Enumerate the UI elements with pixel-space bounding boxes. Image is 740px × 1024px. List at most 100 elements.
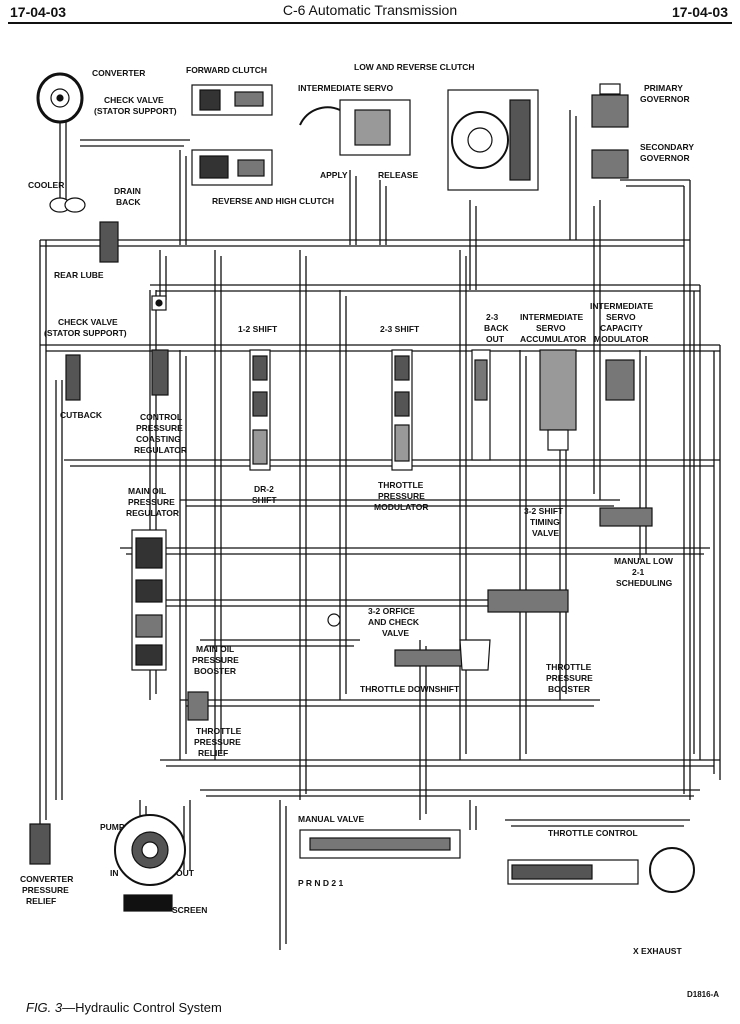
intermediate-servo-accumulator-icon <box>539 349 577 451</box>
label-timing-2: TIMING <box>530 517 560 527</box>
label-tpb-3: BOOSTER <box>548 684 590 694</box>
throttle-pressure-booster-icon <box>487 589 569 613</box>
label-check-valve-top: CHECK VALVE <box>104 95 164 105</box>
screen-icon <box>123 894 173 912</box>
label-drain: DRAIN <box>114 186 141 196</box>
header-rule <box>8 22 732 24</box>
label-int-servo-acc-1: INTERMEDIATE <box>520 312 583 322</box>
hydraulic-passages <box>39 110 721 950</box>
label-cpr-2: PRESSURE <box>22 885 69 895</box>
label-stator-support-mid: (STATOR SUPPORT) <box>44 328 127 338</box>
shift-23-valve-icon <box>391 349 413 471</box>
label-dr2-1: DR-2 <box>254 484 274 494</box>
label-converter: CONVERTER <box>92 68 145 78</box>
label-apply: APPLY <box>320 170 348 180</box>
diagram-labels: CONVERTER CHECK VALVE (STATOR SUPPORT) F… <box>20 62 694 915</box>
label-tpm-2: PRESSURE <box>378 491 425 501</box>
label-reverse-high-clutch: REVERSE AND HIGH CLUTCH <box>212 196 334 206</box>
label-manlow-1: MANUAL LOW <box>614 556 674 566</box>
low-reverse-clutch-icon <box>447 89 539 191</box>
figure-title: —Hydraulic Control System <box>62 1000 222 1015</box>
label-tpm-1: THROTTLE <box>378 480 424 490</box>
label-timing-1: 3-2 SHIFT <box>524 506 564 516</box>
label-mopr-3: REGULATOR <box>126 508 179 518</box>
label-mopr-1: MAIN OIL <box>128 486 166 496</box>
label-int-servo-acc-2: SERVO <box>536 323 566 333</box>
label-orifice-2: AND CHECK <box>368 617 420 627</box>
label-mopr-2: PRESSURE <box>128 497 175 507</box>
label-tpb-1: THROTTLE <box>546 662 592 672</box>
label-cutback: CUTBACK <box>60 410 103 420</box>
label-tpr-1: THROTTLE <box>196 726 242 736</box>
label-throttle-control: THROTTLE CONTROL <box>548 828 638 838</box>
label-cpcr-2: PRESSURE <box>136 423 183 433</box>
label-forward-clutch: FORWARD CLUTCH <box>186 65 267 75</box>
label-in: IN <box>110 868 119 878</box>
label-tpb-2: PRESSURE <box>546 673 593 683</box>
label-throttle-downshift: THROTTLE DOWNSHIFT <box>360 684 460 694</box>
primary-governor-icon <box>591 83 629 128</box>
label-cpr-3: RELIEF <box>26 896 56 906</box>
throttle-control-valve-icon <box>507 847 695 893</box>
label-int-servo-cap-4: MODULATOR <box>594 334 648 344</box>
label-int-servo-cap-2: SERVO <box>606 312 636 322</box>
label-backout-1: 2-3 <box>486 312 499 322</box>
label-rear-lube: REAR LUBE <box>54 270 104 280</box>
label-tpr-2: PRESSURE <box>194 737 241 747</box>
label-governor-primary: GOVERNOR <box>640 94 690 104</box>
converter-pressure-relief-icon <box>29 823 51 865</box>
label-backout-2: BACK <box>484 323 509 333</box>
label-orifice-1: 3-2 ORFICE <box>368 606 415 616</box>
label-intermediate-servo: INTERMEDIATE SERVO <box>298 83 393 93</box>
pump-icon <box>114 814 186 886</box>
main-oil-pressure-regulator-icon <box>131 529 167 671</box>
label-pump: PUMP <box>100 822 125 832</box>
label-shift-23: 2-3 SHIFT <box>380 324 420 334</box>
label-int-servo-acc-3: ACCUMULATOR <box>520 334 586 344</box>
secondary-governor-icon <box>591 149 629 179</box>
label-timing-3: VALVE <box>532 528 559 538</box>
intermediate-servo-icon <box>299 99 411 156</box>
exhaust-legend: X EXHAUST <box>633 946 682 956</box>
converter-icon <box>36 72 84 124</box>
drain-back-icon <box>99 221 119 263</box>
label-tpm-3: MODULATOR <box>374 502 428 512</box>
label-shift-12: 1-2 SHIFT <box>238 324 278 334</box>
label-governor-secondary: GOVERNOR <box>640 153 690 163</box>
label-low-reverse-clutch: LOW AND REVERSE CLUTCH <box>354 62 475 72</box>
label-out: OUT <box>176 868 195 878</box>
label-release: RELEASE <box>378 170 418 180</box>
orifice-check-valve-icon <box>327 613 341 627</box>
label-primary: PRIMARY <box>644 83 683 93</box>
label-manual-valve: MANUAL VALVE <box>298 814 364 824</box>
label-check-valve-mid: CHECK VALVE <box>58 317 118 327</box>
check-valve-stator-support-icon <box>151 295 167 311</box>
label-dr2-2: SHIFT <box>252 495 277 505</box>
page-title: C-6 Automatic Transmission <box>282 2 458 18</box>
components <box>29 72 695 912</box>
label-mopb-1: MAIN OIL <box>196 644 234 654</box>
figure-caption: FIG. 3—Hydraulic Control System <box>26 1000 222 1015</box>
reverse-high-clutch-icon <box>191 149 273 186</box>
page-number-right: 17-04-03 <box>671 4 728 20</box>
label-tpr-3: RELIEF <box>198 748 228 758</box>
throttle-downshift-valve-icon <box>394 639 491 671</box>
label-backout-3: OUT <box>486 334 505 344</box>
label-stator-support-top: (STATOR SUPPORT) <box>94 106 177 116</box>
label-orifice-3: VALVE <box>382 628 409 638</box>
label-manlow-3: SCHEDULING <box>616 578 673 588</box>
control-pressure-coasting-regulator-icon <box>151 349 169 396</box>
label-cooler: COOLER <box>28 180 64 190</box>
label-screen: SCREEN <box>172 905 207 915</box>
manual-valve-icon <box>299 829 461 859</box>
timing-valve-icon <box>599 507 653 527</box>
page-number-left: 17-04-03 <box>10 4 67 20</box>
intermediate-servo-capacity-modulator-icon <box>605 359 635 401</box>
label-manlow-2: 2-1 <box>632 567 645 577</box>
shift-12-valve-icon <box>249 349 271 471</box>
label-int-servo-cap-3: CAPACITY <box>600 323 643 333</box>
label-cpcr-3: COASTING <box>136 434 181 444</box>
label-cpr-1: CONVERTER <box>20 874 73 884</box>
label-prnd21: P R N D 2 1 <box>298 878 343 888</box>
